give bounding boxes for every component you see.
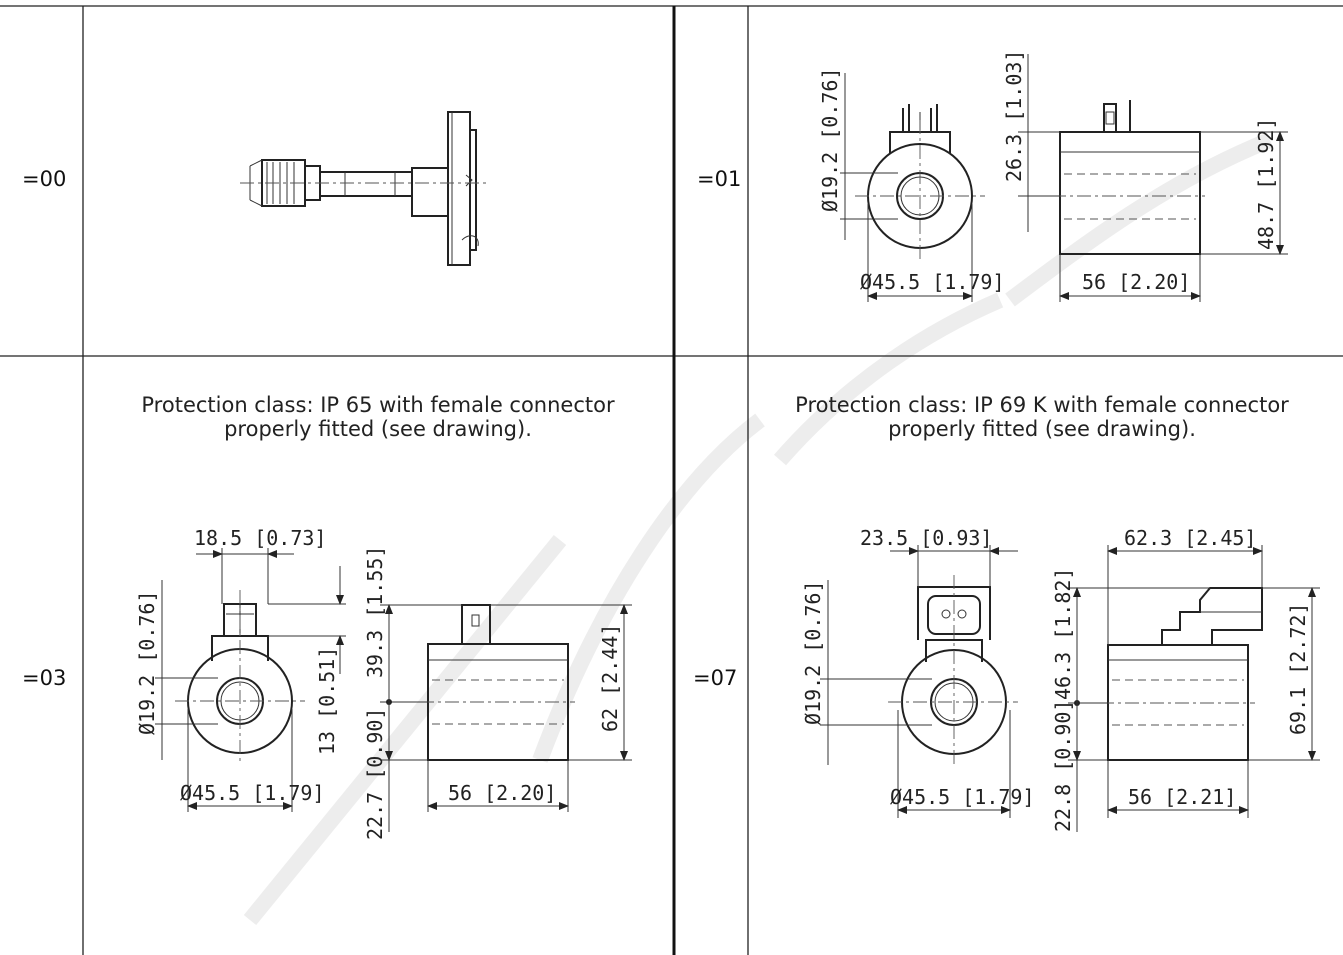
cell-01: =01 Ø19.2 [0.76] Ø45.5 [1.79] [697,50,1288,302]
cell-00: =00 [22,111,490,266]
coil-side-view: 39.3 [1.55] 22.7 [0.90] 62 [2.44] 56 [2.… [363,546,632,840]
variant-code: =07 [693,666,737,690]
coil-side-view: 26.3 [1.03] 48.7 [1.92] 56 [2.20] [1002,50,1288,302]
cell-03: =03 Protection class: IP 65 with female … [22,393,632,840]
dim-connector-width: 18.5 [0.73] [194,526,326,550]
watermark [243,132,1273,926]
variant-code: =01 [697,167,741,191]
variant-code: =03 [22,666,66,690]
dim-length: 56 [2.20] [448,781,556,805]
dim-height: 69.1 [2.72] [1286,603,1310,735]
dim-connector-width: 23.5 [0.93] [860,526,992,550]
dim-outer-diameter: Ø45.5 [1.79] [180,781,325,805]
protection-note-line2: properly fitted (see drawing). [888,417,1196,441]
protection-note-line2: properly fitted (see drawing). [224,417,532,441]
protection-note-line1: Protection class: IP 69 K with female co… [795,393,1289,417]
coil-side-view: 62.3 [2.45] 46.3 [1.82] 22.8 [0.90] 69.1… [1051,526,1320,832]
dim-upper-height: 39.3 [1.55] [363,546,387,678]
dim-bore: Ø19.2 [0.76] [135,591,159,736]
coil-end-view: Ø19.2 [0.76] Ø45.5 [1.79] [818,68,1005,302]
dim-connector-offset: 26.3 [1.03] [1002,50,1026,182]
cell-07: =07 Protection class: IP 69 K with femal… [693,393,1320,832]
coil-end-view: 23.5 [0.93] Ø19.2 [0.76] Ø45.5 [1.79] [801,526,1035,818]
dim-height: 62 [2.44] [598,624,622,732]
dim-offset-13: 13 [0.51] [315,647,339,755]
table-grid [0,5,1343,955]
dim-length: 56 [2.21] [1128,785,1236,809]
valve-stem-drawing [240,111,490,266]
dim-height: 48.7 [1.92] [1254,118,1278,250]
dim-lower-height: 22.7 [0.90] [363,708,387,840]
dim-bore: Ø19.2 [0.76] [818,68,842,213]
dim-outer-diameter: Ø45.5 [1.79] [860,270,1005,294]
dim-bore: Ø19.2 [0.76] [801,581,825,726]
coil-end-view: 18.5 [0.73] Ø19.2 [0.76] 13 [0.51] Ø45.5… [135,526,346,812]
dim-upper-height: 46.3 [1.82] [1051,568,1075,700]
dim-connector-length: 62.3 [2.45] [1124,526,1256,550]
dim-lower-height: 22.8 [0.90] [1051,700,1075,832]
dim-length: 56 [2.20] [1082,270,1190,294]
variant-code: =00 [22,167,66,191]
protection-note-line1: Protection class: IP 65 with female conn… [141,393,615,417]
dim-outer-diameter: Ø45.5 [1.79] [890,785,1035,809]
